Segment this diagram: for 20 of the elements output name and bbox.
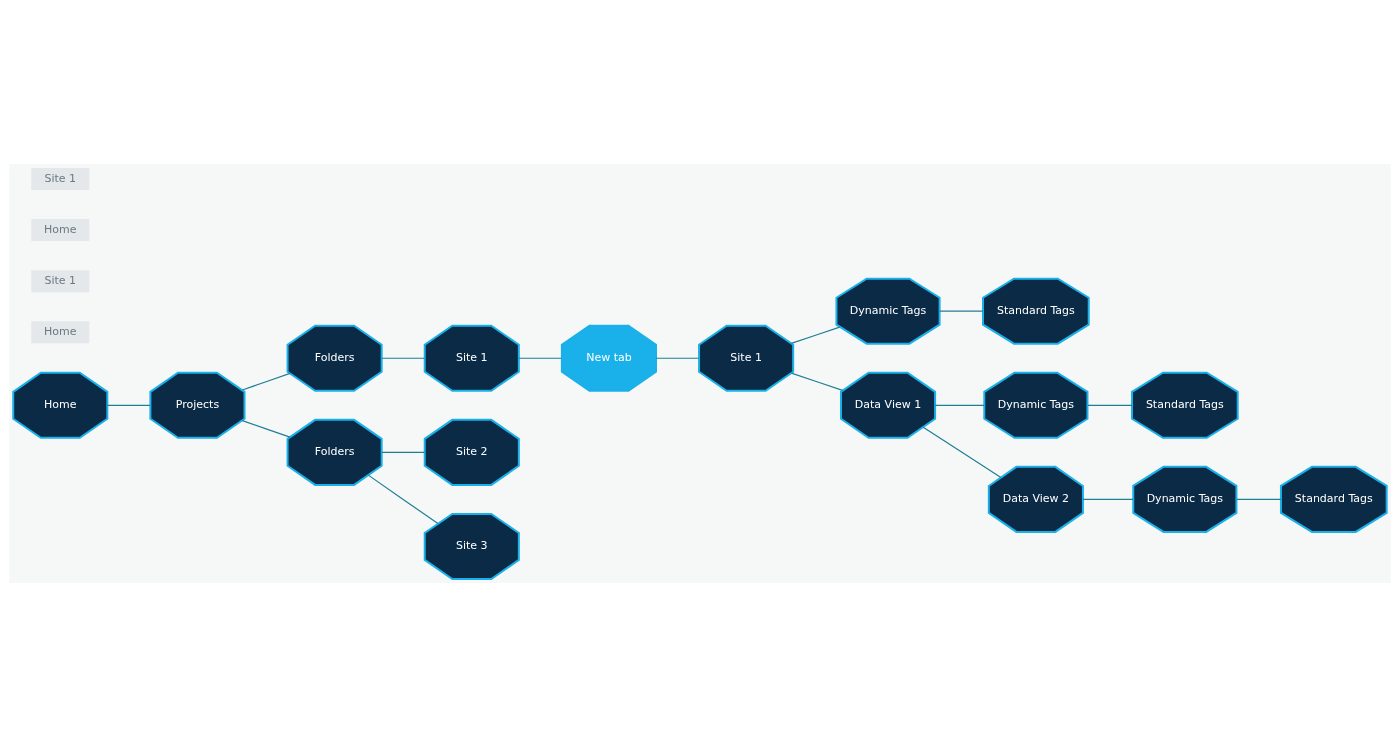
label: Site 1 — [44, 171, 77, 185]
connector — [367, 474, 439, 525]
label: Home — [44, 325, 77, 338]
connector — [790, 372, 844, 391]
connector — [381, 451, 425, 453]
connector — [381, 357, 425, 359]
connector — [241, 419, 291, 438]
connector — [939, 310, 984, 312]
connector — [790, 326, 841, 344]
connector — [655, 357, 700, 359]
connector — [106, 404, 151, 406]
connector — [518, 357, 563, 359]
connector — [922, 426, 1002, 479]
connector — [1082, 498, 1134, 500]
label: Home — [44, 222, 77, 236]
connector — [1236, 498, 1282, 500]
label: Site 1 — [44, 273, 77, 287]
connector — [1087, 404, 1133, 406]
connector — [241, 372, 291, 391]
connector — [934, 404, 985, 406]
